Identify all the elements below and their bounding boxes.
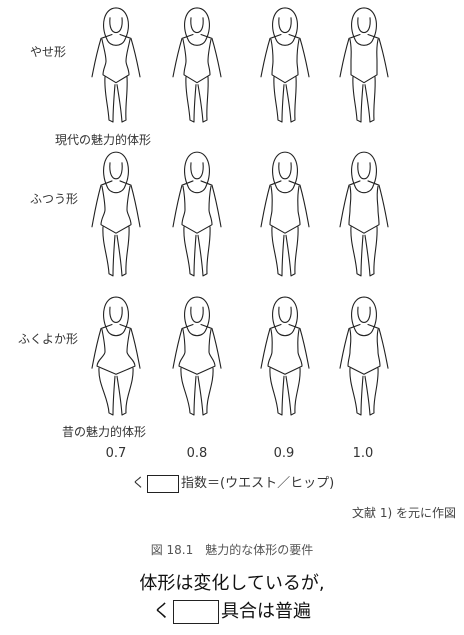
ratio-label-0-7: 0.7: [105, 446, 127, 461]
body-figure: [339, 7, 389, 123]
summary-line-1: 体形は変化しているが,: [139, 573, 325, 594]
body-figure: [91, 7, 141, 123]
body-figure: [339, 296, 389, 416]
ratio-label-1-0: 1.0: [352, 446, 374, 461]
summary-blank-box: [173, 600, 219, 624]
body-figure: [260, 7, 310, 123]
formula-suffix: 指数＝(ウエスト／ヒップ): [181, 476, 335, 491]
body-figure: [339, 151, 389, 277]
source-note: 文献 1) を元に作図: [352, 506, 456, 520]
ratio-label-0-9: 0.9: [273, 446, 295, 461]
modern-attractive-label: 現代の魅力的体形: [55, 133, 152, 147]
body-figure: [172, 296, 222, 416]
body-figure: [260, 151, 310, 277]
body-figure: [91, 296, 141, 416]
past-attractive-label: 昔の魅力的体形: [62, 425, 147, 439]
body-figure: [260, 296, 310, 416]
summary-prefix: く: [153, 601, 171, 622]
body-figure-grid: [91, 7, 389, 416]
row-label-normal: ふつう形: [30, 192, 79, 206]
body-figure: [91, 151, 141, 277]
formula: く 指数＝(ウエスト／ヒップ): [132, 472, 334, 493]
body-figure: [172, 151, 222, 277]
summary-line-2: く 具合は普遍: [0, 597, 464, 624]
body-figure: [172, 7, 222, 123]
row-label-slim: やせ形: [30, 45, 67, 59]
formula-blank-box: [147, 474, 180, 493]
row-label-plump: ふくよか形: [18, 332, 79, 346]
summary-suffix: 具合は普遍: [221, 601, 311, 622]
ratio-label-0-8: 0.8: [186, 446, 208, 461]
figure-caption: 図 18.1 魅力的な体形の要件: [150, 543, 314, 557]
formula-prefix: く: [132, 476, 146, 491]
